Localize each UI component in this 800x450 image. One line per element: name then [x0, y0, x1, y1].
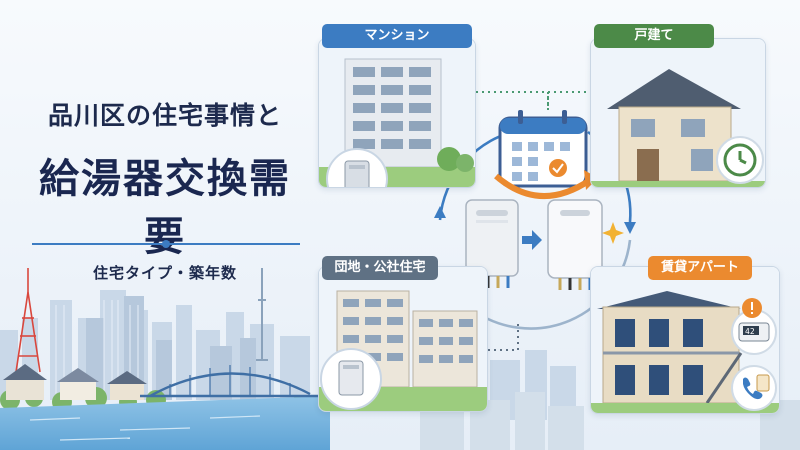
apartment-illustration	[591, 267, 779, 413]
title-line2: 給湯器交換需要	[39, 156, 291, 260]
card-apartment: 42	[590, 266, 780, 414]
badge-mansion: マンション	[322, 24, 472, 48]
title-line1: 品川区の住宅事情と	[47, 101, 282, 130]
badge-detached: 戸建て	[594, 24, 714, 48]
card-mansion	[318, 38, 476, 188]
card-danchi	[318, 266, 488, 412]
card-detached	[590, 38, 766, 188]
mansion-heater-inset	[326, 148, 388, 187]
badge-apartment: 賃貸アパート	[648, 256, 752, 280]
subtitle: 住宅タイプ・築年数	[92, 264, 237, 282]
remote-display-text: 42	[745, 327, 755, 336]
remote-controller-icon: 42	[731, 309, 777, 355]
danchi-heater-inset	[320, 348, 382, 410]
phone-document-icon	[731, 365, 777, 411]
clock-icon	[716, 136, 764, 184]
badge-danchi: 団地・公社住宅	[322, 256, 438, 280]
title-block: 品川区の住宅事情と 給湯器交換需要	[20, 96, 310, 262]
title-divider	[32, 240, 300, 248]
warning-icon	[742, 298, 762, 318]
